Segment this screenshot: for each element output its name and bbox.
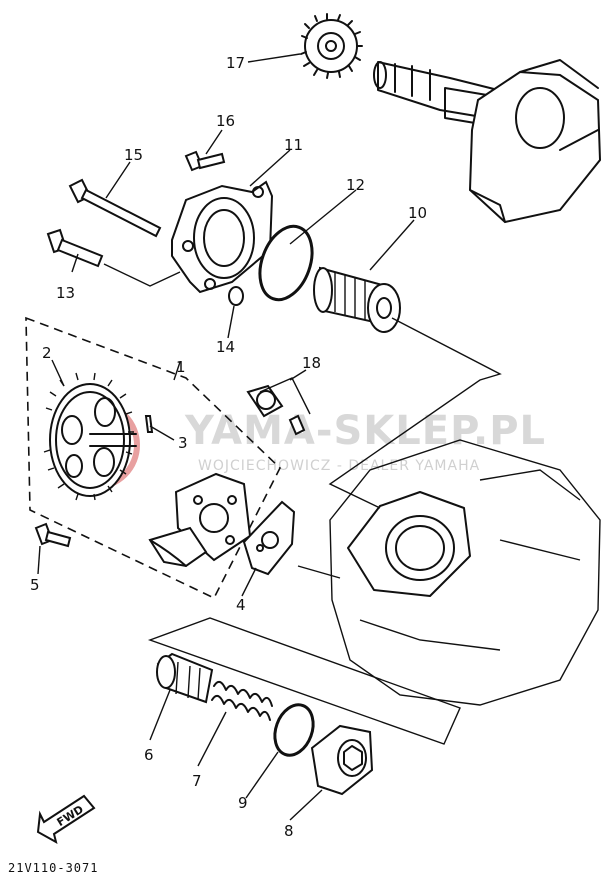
bolt-16 [184, 150, 226, 172]
watermark-site: YAMA-SKLEP.PL [184, 408, 546, 454]
pump-gear-2 [43, 372, 137, 501]
oil-filter-10 [313, 266, 401, 333]
drain-plug-8 [310, 724, 374, 796]
filter-cover-11 [171, 180, 274, 294]
callout-16: 16 [216, 112, 235, 130]
forward-arrow-icon: FWD [36, 794, 96, 844]
o-ring-12 [258, 224, 314, 302]
bolt-15 [68, 178, 162, 238]
callout-3: 3 [178, 434, 188, 452]
callout-2: 2 [42, 344, 52, 362]
callout-14: 14 [216, 338, 235, 356]
o-ring-14 [228, 286, 244, 306]
oil-pump-assembly-1 [25, 316, 281, 600]
o-ring-9 [273, 703, 315, 757]
pin-3 [144, 415, 154, 433]
callout-18: 18 [302, 354, 321, 372]
callout-1: 1 [176, 358, 186, 376]
callout-6: 6 [144, 746, 154, 764]
leader-lines [37, 53, 415, 821]
pump-body [148, 472, 252, 568]
spring-7 [211, 680, 273, 721]
bolt-5 [34, 522, 72, 548]
callout-15: 15 [124, 146, 143, 164]
callout-4: 4 [236, 596, 246, 614]
callout-11: 11 [284, 136, 303, 154]
callout-10: 10 [408, 204, 427, 222]
callout-7: 7 [192, 772, 202, 790]
callout-5: 5 [30, 576, 40, 594]
crankcase [329, 439, 601, 706]
callout-13: 13 [56, 284, 75, 302]
callout-9: 9 [238, 794, 248, 812]
callout-8: 8 [284, 822, 294, 840]
gasket-4 [242, 500, 296, 576]
watermark-tagline: WOJCIECHOWICZ - DEALER YAMAHA [198, 458, 480, 474]
callouts: 1 2 3 4 5 6 7 8 9 10 11 12 13 14 15 16 1… [30, 54, 427, 840]
callout-17: 17 [226, 54, 245, 72]
callout-12: 12 [346, 176, 365, 194]
strainer-6 [156, 652, 214, 704]
sprocket-17 [300, 13, 363, 79]
watermark: YAMA-SKLEP.PL WOJCIECHOWICZ - DEALER YAM… [50, 400, 546, 490]
bolt-13 [46, 228, 104, 268]
diagram-code: 21V110-3071 [8, 861, 98, 875]
crankshaft [373, 59, 602, 224]
